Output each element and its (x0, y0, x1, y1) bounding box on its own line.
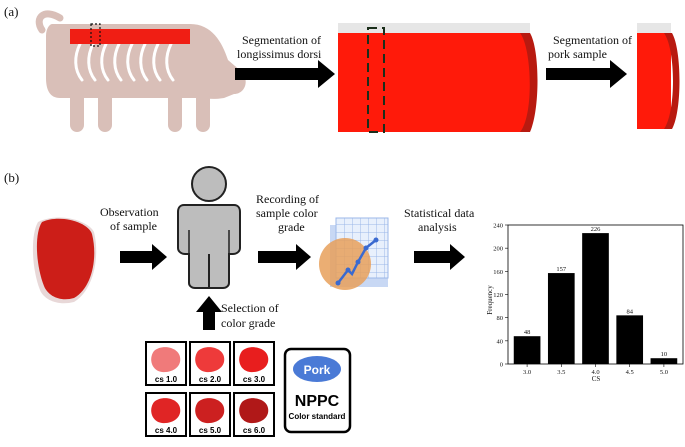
panel-b-label: (b) (4, 170, 19, 185)
statistical-label-line2: analysis (418, 220, 457, 234)
x-tick-label: 5.0 (660, 369, 668, 376)
color-swatch (239, 347, 269, 373)
y-tick-label: 80 (497, 315, 504, 322)
y-tick-label: 160 (493, 269, 503, 276)
color-swatch (151, 398, 181, 424)
longissimus-dorsi-segment (338, 23, 538, 133)
color-standard-cards: cs 1.0 cs 2.0 cs 3.0 cs 4.0 cs 5.0 cs 6.0 (145, 341, 275, 437)
color-card: cs 2.0 (189, 341, 231, 386)
meat-sample (32, 217, 97, 304)
y-tick-label: 120 (493, 292, 503, 299)
color-card-label: cs 5.0 (199, 426, 222, 435)
pork-sample-slice (637, 23, 680, 129)
statistical-label-line1: Statistical data (404, 206, 475, 220)
histogram-bar (547, 273, 575, 364)
x-tick-label: 4.5 (626, 369, 634, 376)
frequency-histogram: Frequency CS 0 40 80 120 160 200 240 48 3.0 157 3.… (486, 223, 684, 383)
arrow-right-icon (414, 244, 465, 270)
bar-data-label: 84 (626, 308, 633, 315)
chart-ylabel: Frequency (486, 285, 494, 315)
color-card: cs 5.0 (189, 392, 231, 437)
nppc-title: NPPC (295, 393, 340, 410)
observation-label-line2: of sample (110, 219, 157, 233)
color-card-label: cs 2.0 (199, 375, 222, 384)
y-tick-label: 240 (493, 223, 503, 230)
arrow-right-icon (120, 244, 167, 270)
color-card: cs 4.0 (145, 392, 187, 437)
color-card: cs 3.0 (233, 341, 275, 386)
pork-badge-text: Pork (304, 363, 331, 377)
line-chart-icon (319, 217, 389, 290)
step1-label-line1: Segmentation of (242, 33, 321, 47)
recording-label-line1: Recording of (256, 192, 319, 206)
color-card-label: cs 6.0 (243, 426, 266, 435)
color-card: cs 1.0 (145, 341, 187, 386)
panel-a-label: (a) (4, 4, 18, 19)
chart-xlabel: CS (592, 375, 601, 383)
x-tick-label: 3.0 (523, 369, 531, 376)
y-tick-label: 0 (500, 362, 503, 369)
step2-label-line2: pork sample (548, 47, 607, 61)
pork-badge (293, 356, 341, 382)
nppc-subtitle: Color standard (289, 412, 346, 421)
y-tick-label: 40 (497, 338, 504, 345)
selection-label-line1: Selection of (221, 301, 279, 315)
color-swatch (195, 347, 225, 373)
color-swatch (239, 398, 269, 424)
histogram-bar (582, 233, 609, 364)
pig-illustration (35, 10, 246, 132)
bar-data-label: 226 (591, 226, 602, 233)
recording-label-line2: sample color (256, 206, 318, 220)
histogram-bar (616, 315, 644, 364)
arrow-right-icon (258, 244, 311, 270)
bar-data-label: 48 (524, 329, 531, 336)
nppc-card: Pork NPPC Color standard (283, 347, 352, 434)
color-card-label: cs 4.0 (155, 426, 178, 435)
arrow-right-icon (546, 60, 627, 88)
arrow-up-icon (196, 296, 222, 330)
step1-label-line2: longissimus dorsi (237, 47, 322, 61)
step2-label-line1: Segmentation of (553, 33, 632, 47)
histogram-bar (650, 358, 678, 364)
x-tick-label: 3.5 (557, 369, 565, 376)
observation-label-line1: Observation (100, 205, 159, 219)
person-icon (177, 166, 241, 289)
color-swatch (195, 398, 225, 424)
recording-label-line3: grade (278, 220, 305, 234)
selection-label-line2: color grade (221, 316, 275, 330)
histogram-bar (513, 336, 541, 364)
bar-data-label: 10 (661, 351, 668, 358)
color-card: cs 6.0 (233, 392, 275, 437)
color-card-label: cs 1.0 (155, 375, 178, 384)
bar-data-label: 157 (556, 266, 567, 273)
arrow-right-icon (235, 60, 335, 88)
x-tick-label: 4.0 (591, 369, 599, 376)
y-tick-label: 200 (493, 246, 503, 253)
color-swatch (151, 347, 181, 373)
color-card-label: cs 3.0 (243, 375, 266, 384)
